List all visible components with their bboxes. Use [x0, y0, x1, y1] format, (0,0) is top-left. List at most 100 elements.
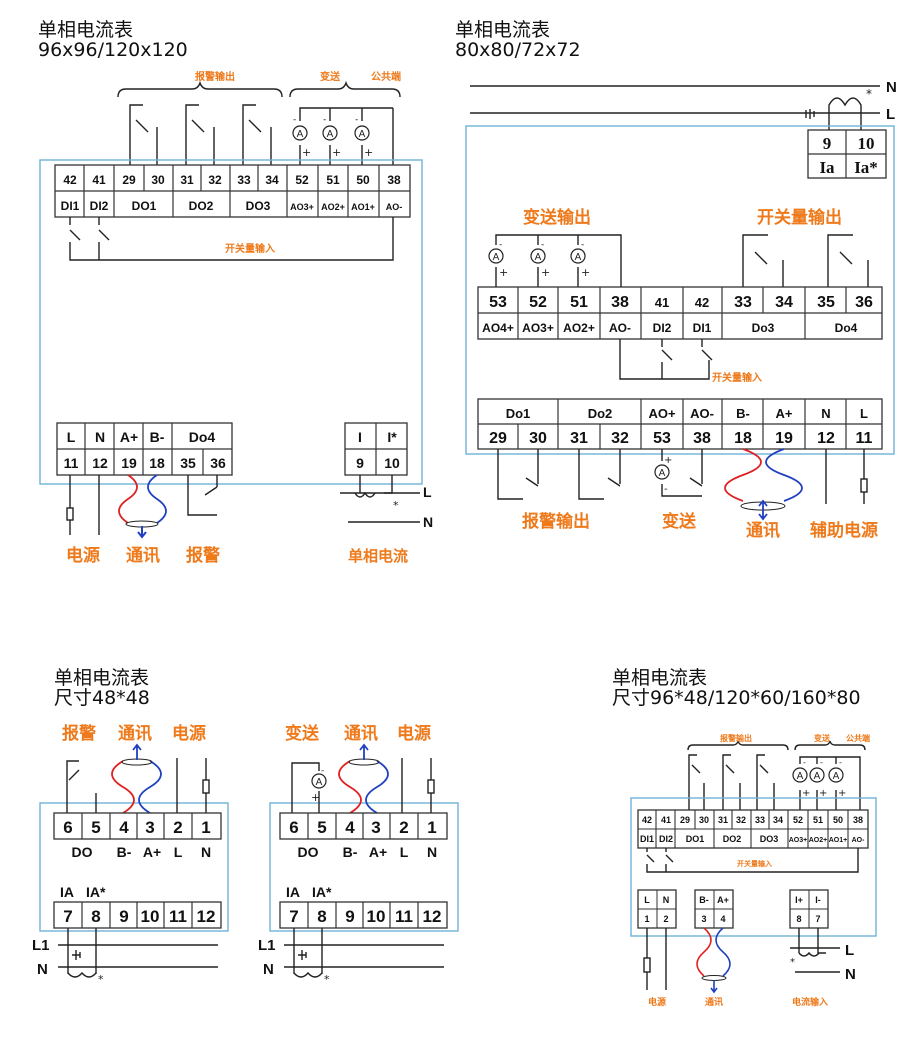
d3-term-num: 9 [119, 907, 128, 926]
d4-term-name: N [427, 844, 437, 860]
d2-mains-lines [470, 85, 880, 130]
d1-ammeter-wires [299, 107, 394, 165]
d1-term-name: DO2 [189, 199, 214, 213]
d3-ia-label: IA* [86, 884, 106, 900]
d1-term-name: DI1 [61, 199, 80, 213]
svg-text:+: + [819, 788, 827, 799]
d1-ammeter-icon [354, 125, 370, 141]
d1-transmit-label: 变送 [320, 70, 341, 83]
d3-term-name: A+ [143, 844, 161, 860]
d5-pwr-name: L [644, 895, 650, 905]
d5-term-num: 34 [773, 815, 783, 825]
d5-term-num: 42 [642, 815, 652, 825]
d1-term-num: 18 [149, 455, 165, 471]
d2-ammeter-icon [654, 464, 670, 480]
d3-star: * [98, 973, 104, 986]
d3-term-num: 4 [119, 818, 129, 837]
d5-term-num: 29 [680, 815, 690, 825]
d5-power-label: 电源 [648, 996, 666, 1008]
d1-alarm-label: 报警 [186, 545, 220, 566]
d3-comm-label: 通讯 [118, 724, 152, 744]
d5-term-name: DO2 [723, 834, 742, 844]
d4-term-num: 10 [367, 907, 386, 926]
d5-term-name: AO3+ [789, 837, 807, 844]
d2-term-name: Do4 [835, 321, 858, 335]
d1-ct-name: I* [387, 429, 397, 445]
d1-term-name: B- [150, 429, 165, 445]
d1-term-name: L [67, 429, 76, 445]
d1-relay-contacts [129, 104, 272, 165]
d5-com-num: 4 [720, 914, 725, 924]
d1-device-outline [39, 159, 423, 485]
d1-ct-num: 9 [356, 455, 364, 471]
d2-ammeter-icon [530, 248, 546, 264]
d2-ct-num: 10 [858, 134, 875, 153]
d1-bottom-wires [66, 475, 420, 535]
d1-term-num: 52 [295, 173, 309, 187]
d2-star: * [866, 87, 872, 101]
d4-term-num: 12 [423, 907, 442, 926]
svg-text:-: - [323, 115, 326, 125]
d5-term-num: 51 [813, 815, 823, 825]
d2-ct-block: 9 10 Ia Ia* [807, 129, 887, 179]
d5-com-name: A+ [717, 895, 729, 905]
d5-cur-in-label: 电流输入 [792, 996, 828, 1008]
svg-text:-: - [355, 115, 358, 125]
diagram-5: 单相电流表 尺寸96*48/120*60/160*80 报警输出 变送 公共端 … [612, 667, 877, 1008]
d1-line-L: L [423, 484, 432, 500]
d1-size: 96x96/120x120 [38, 39, 188, 61]
d1-term-num: 36 [210, 455, 226, 471]
d4-comm-label: 通讯 [344, 724, 378, 744]
d1-term-name: AO2+ [321, 202, 345, 212]
d1-line-N: N [423, 514, 433, 530]
svg-text:-: - [499, 240, 502, 250]
d5-comm-wire-blue [715, 927, 731, 977]
d2-term-name: AO- [609, 321, 631, 335]
d3-title: 单相电流表 [54, 667, 149, 689]
d2-ammeter-icon [570, 248, 586, 264]
d2-term-num: 30 [529, 430, 547, 447]
d5-ammeter-icon [809, 767, 825, 783]
d1-term-name: A+ [120, 429, 138, 445]
d5-term-num: 31 [718, 815, 728, 825]
d3-terminal-block-top: 6 5 4 3 2 1 DO B- A+ L N [53, 812, 222, 860]
d2-term-name: B- [736, 406, 750, 421]
d4-term-num: 9 [345, 907, 354, 926]
d2-term-num: 38 [611, 294, 629, 311]
d1-terminal-block-bottom: L N A+ B- Do4 11 12 19 18 35 36 [56, 422, 233, 476]
d2-line-N: N [886, 79, 897, 96]
svg-text:-: - [541, 240, 544, 250]
d3-term-name: DO [72, 844, 93, 860]
d3-term-num: 8 [91, 907, 100, 926]
svg-text:-: - [321, 766, 324, 776]
d5-switch-in-label: 开关量输入 [737, 859, 772, 868]
d3-term-num: 2 [173, 818, 182, 837]
d5-ct-block: I+ I- 8 7 [789, 889, 829, 929]
d5-ammeter-icon [792, 767, 808, 783]
d2-switch-input-wires [619, 339, 713, 380]
d1-ct-block: I I* 9 10 [344, 422, 408, 476]
d2-alarm-out-label: 报警输出 [522, 511, 590, 532]
d2-switch-out-label: 开关量输出 [757, 207, 842, 228]
d2-term-name: DI2 [653, 321, 672, 335]
d1-term-num: 51 [326, 173, 340, 187]
d4-line-L1: L1 [258, 937, 276, 954]
d1-term-name: AO3+ [290, 202, 314, 212]
d2-term-name: AO4+ [482, 321, 514, 335]
d2-term-num: 38 [693, 430, 711, 447]
d4-power-label: 电源 [397, 723, 431, 744]
d2-ct-num: 9 [823, 134, 832, 153]
d1-term-num: 11 [64, 455, 79, 471]
d5-com-num: 3 [701, 914, 706, 924]
d2-switch-in-label: 开关量输入 [712, 371, 762, 384]
svg-text:+: + [332, 146, 341, 159]
d1-power-label: 电源 [66, 545, 100, 566]
d2-title: 单相电流表 [455, 19, 550, 41]
d3-comm-wire-blue [138, 760, 162, 814]
svg-text:+: + [311, 791, 320, 804]
d1-term-name: DO1 [132, 199, 157, 213]
d1-term-num: 31 [180, 173, 194, 187]
d2-transmit-label: 变送 [662, 511, 697, 532]
svg-text:-: - [820, 758, 823, 767]
d5-term-num: 50 [833, 815, 843, 825]
